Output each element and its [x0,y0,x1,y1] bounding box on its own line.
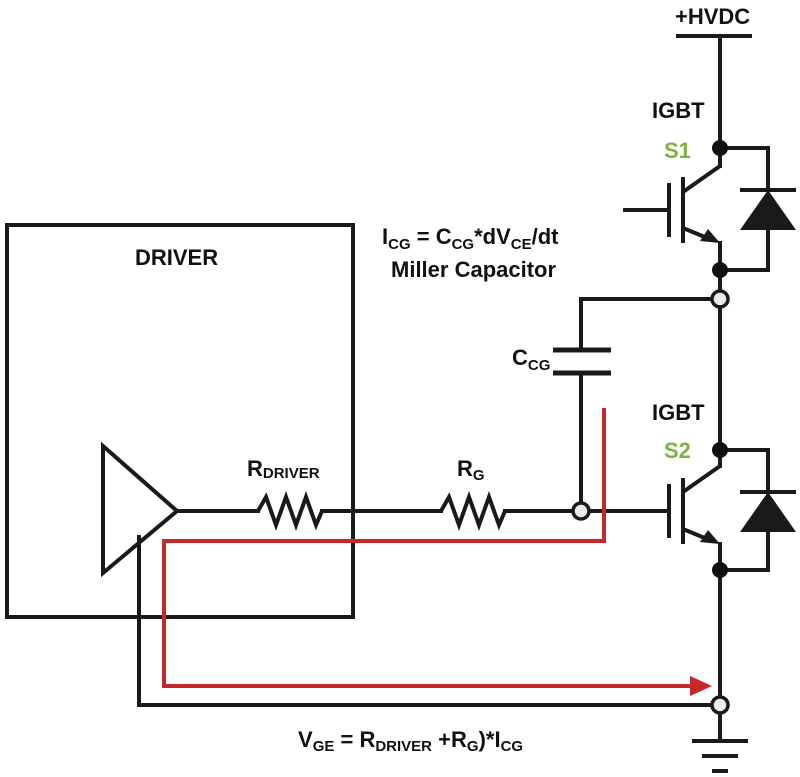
rg-label: RG [457,456,485,484]
igbt-s1-type: IGBT [652,98,705,123]
r-driver-label: RDRIVER [247,456,320,482]
r-driver-resistor [256,491,324,531]
igbt-s2-name: S2 [664,438,691,463]
driver-title: DRIVER [135,245,218,270]
hvdc-label: +HVDC [675,4,750,29]
igbt-s1 [623,140,796,293]
ground-node [710,695,730,715]
igbt-s1-name: S1 [664,138,691,163]
igbt-s2 [667,442,796,698]
ground-return [137,535,748,773]
ccg-label: CCG [512,345,550,374]
vge-equation: VGE = RDRIVER +RG)*ICG [298,727,523,755]
igbt-s2-type: IGBT [652,400,705,425]
icg-equation: ICG = CCG*dVCE/dt [382,224,559,253]
miller-capacitor-label: Miller Capacitor [391,257,556,282]
hvdc-supply-rail: +HVDC [675,4,752,150]
gate-drive-path [175,491,670,531]
miller-current-path [162,408,712,696]
gate-node [571,501,591,521]
miller-capacitor [553,297,714,521]
driver-box: DRIVER [5,223,355,619]
midpoint-node [710,289,730,309]
rg-resistor [439,491,507,531]
